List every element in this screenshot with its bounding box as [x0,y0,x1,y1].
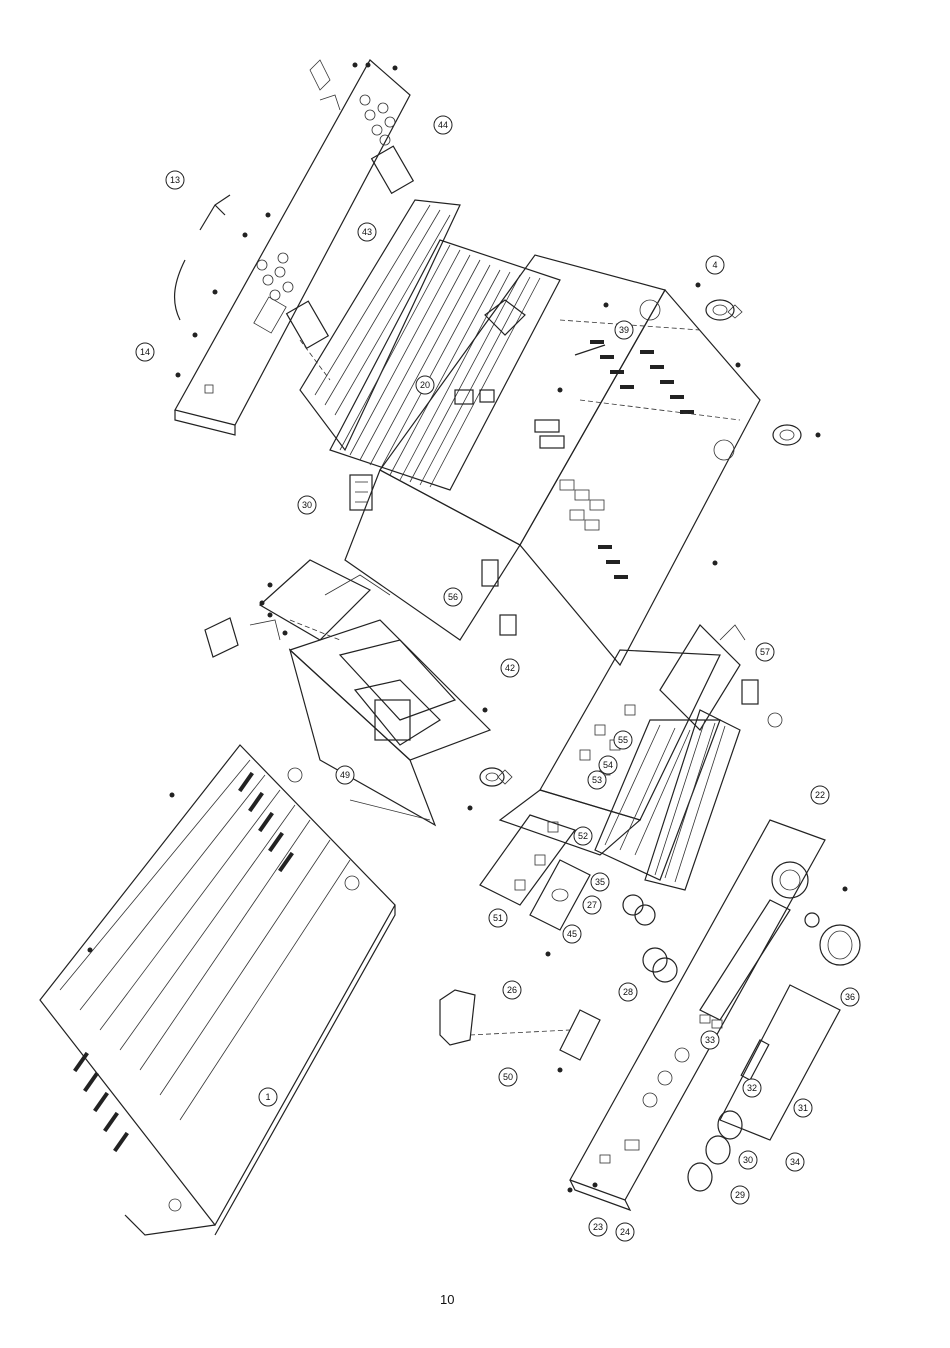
svg-text:39: 39 [619,325,629,335]
callout-4: 4 [706,256,724,274]
svg-text:30: 30 [743,1155,753,1165]
heatsink [300,200,560,490]
callout-54: 54 [599,756,617,774]
svg-text:22: 22 [815,790,825,800]
callout-42: 42 [501,659,519,677]
callout-36: 36 [841,988,859,1006]
svg-text:14: 14 [140,347,150,357]
callout-13: 13 [166,171,184,189]
svg-text:28: 28 [623,987,633,997]
callout-20: 20 [416,376,434,394]
callout-29: 29 [731,1186,749,1204]
callout-31: 31 [794,1099,812,1117]
front-panel [568,820,848,1210]
svg-text:1: 1 [265,1092,270,1102]
callout-35: 35 [591,873,609,891]
svg-text:31: 31 [798,1103,808,1113]
bracket [260,560,391,640]
rear-panel [175,60,410,435]
callout-52: 52 [574,827,592,845]
plate [530,860,590,930]
callout-43: 43 [358,223,376,241]
svg-text:34: 34 [790,1157,800,1167]
svg-text:49: 49 [340,770,350,780]
svg-text:56: 56 [448,592,458,602]
svg-text:20: 20 [420,380,430,390]
svg-text:51: 51 [493,913,503,923]
knob-cluster [623,895,677,982]
svg-text:29: 29 [735,1190,745,1200]
connector [480,390,516,635]
svg-text:36: 36 [845,992,855,1002]
side-block [440,990,475,1045]
foot [480,768,512,786]
svg-text:27: 27 [587,900,597,910]
callout-30b: 30 [739,1151,757,1169]
svg-text:33: 33 [705,1035,715,1045]
callout-30a: 30 [298,496,316,514]
svg-text:24: 24 [620,1227,630,1237]
foot [773,425,821,445]
svg-text:42: 42 [505,663,515,673]
switch-assembly [470,952,600,1073]
selector-switch [742,680,782,727]
callout-14: 14 [136,343,154,361]
svg-text:13: 13 [170,175,180,185]
callout-55: 55 [614,731,632,749]
top-cover [40,745,395,1235]
svg-text:55: 55 [618,735,628,745]
svg-text:26: 26 [507,985,517,995]
callout-27: 27 [583,896,601,914]
callout-51: 51 [489,909,507,927]
front-knob [688,1111,742,1191]
svg-text:32: 32 [747,1083,757,1093]
svg-text:35: 35 [595,877,605,887]
callout-34: 34 [786,1153,804,1171]
callout-57: 57 [756,643,774,661]
callout-23: 23 [589,1218,607,1236]
callout-49: 49 [336,766,354,784]
callout-26: 26 [503,981,521,999]
svg-text:23: 23 [593,1222,603,1232]
callout-39: 39 [615,321,633,339]
callout-24: 24 [616,1223,634,1241]
callout-53: 53 [588,771,606,789]
display-panel [720,985,840,1140]
svg-text:52: 52 [578,831,588,841]
svg-text:44: 44 [438,120,448,130]
svg-text:57: 57 [760,647,770,657]
power-transformer [268,613,491,826]
page-number: 10 [440,1292,454,1307]
svg-text:4: 4 [712,260,717,270]
svg-text:43: 43 [362,227,372,237]
callout-45: 45 [563,925,581,943]
callout-56: 56 [444,588,462,606]
callout-1: 1 [259,1088,277,1106]
foot [706,300,742,320]
callout-28: 28 [619,983,637,1001]
svg-text:54: 54 [603,760,613,770]
svg-text:30: 30 [302,500,312,510]
front-knob [805,913,860,965]
callout-33: 33 [701,1031,719,1049]
small-part [205,618,280,657]
callout-22: 22 [811,786,829,804]
callout-50: 50 [499,1068,517,1086]
terminal-block [350,475,372,510]
svg-text:50: 50 [503,1072,513,1082]
callout-44: 44 [434,116,452,134]
svg-text:53: 53 [592,775,602,785]
callout-32: 32 [743,1079,761,1097]
svg-text:45: 45 [567,929,577,939]
